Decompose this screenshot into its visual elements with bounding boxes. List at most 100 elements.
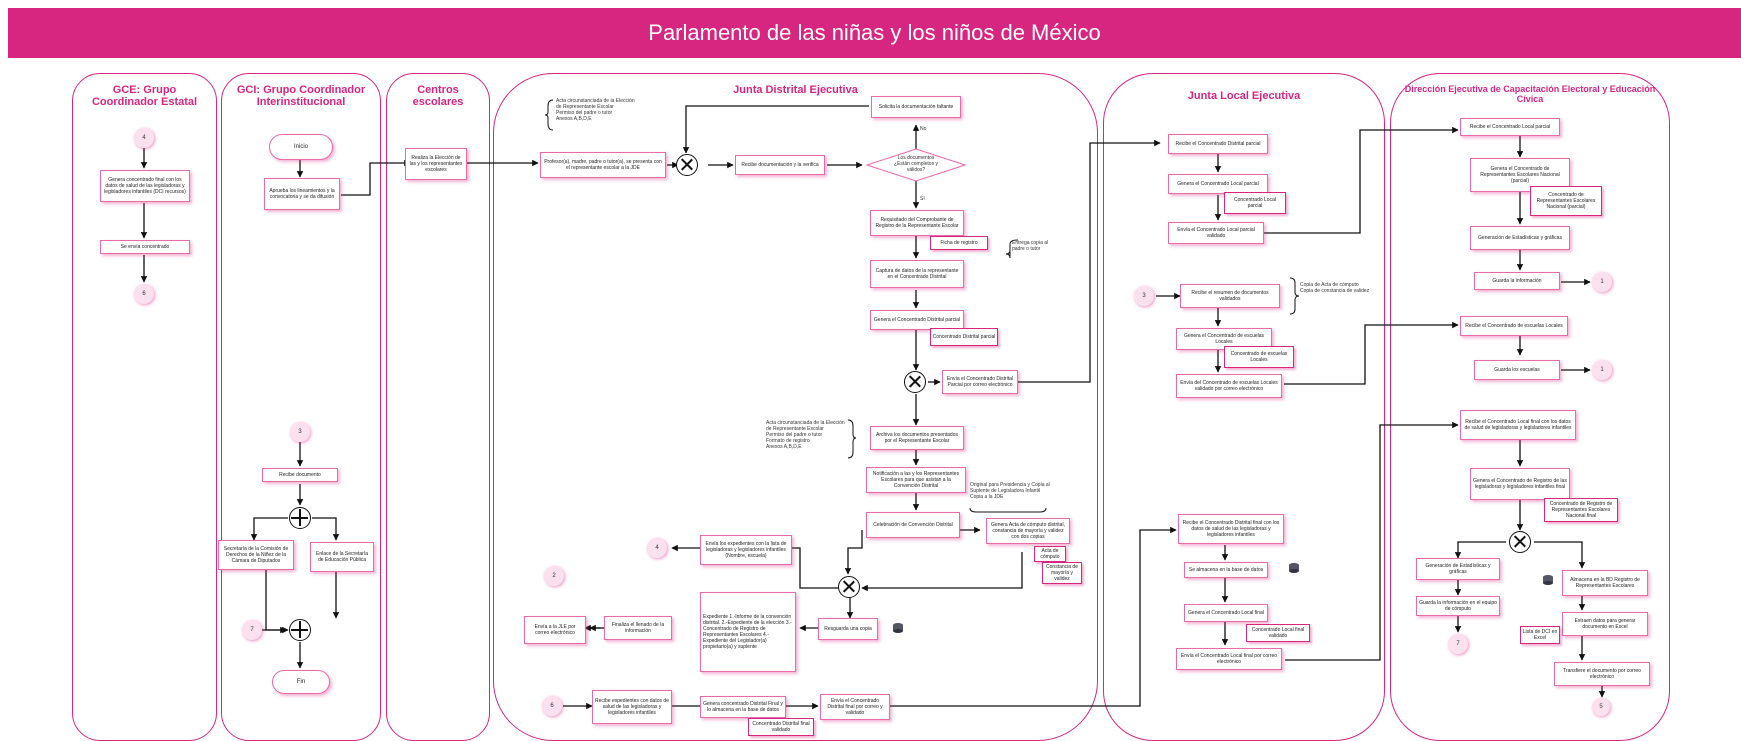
acta-computo-doc: Acta de cómputo [1034,546,1066,562]
lane-title-jde: Junta Distrital Ejecutiva [733,84,858,96]
parallel-gateway-join [289,619,311,641]
recibe-resumen: Recibe el resumen de documentos validado… [1180,284,1280,308]
recibe-documento: Recibe documento [262,468,338,482]
brace-bottom-list: Original para Presidencia y Copia al Sup… [970,482,1050,500]
envia-jle-correo: Envía a la JLE por correo electrónico [524,616,586,644]
connector-1b: 1 [1592,360,1612,380]
brace-bottom-item-1: Original para Presidencia y Copia al Sup… [970,482,1050,494]
generacion-estadisticas-2: Generación de Estadísticas y gráficas [1416,558,1500,580]
concentrado-local-final-doc: Concentrado Local final validado [1246,624,1310,642]
guarda-equipo-computo: Guarda la información en el equipo de có… [1416,596,1500,616]
brace-top-list: Acta circunstanciada de la Elección de R… [556,98,636,122]
celebracion-convencion: Celebración de Convención Distrital [866,512,960,538]
generacion-estadisticas: Generación de Estadísticas y gráficas [1470,226,1570,250]
brace-jle-item-1: Copia de Acta de cómputo [1300,282,1359,288]
envia-concentrado-local-final: Envía el Concentrado Local final por cor… [1176,648,1282,670]
brace-mid-item-1: Acta circunstanciada de la Elección de R… [766,420,845,432]
recibe-concentrado-escuelas: Recibe el Concentrado de escuelas Locale… [1460,316,1568,336]
brace-top-item-1: Acta circunstanciada de la Elección de R… [556,98,635,110]
lane-title-centros: Centros escolares [412,84,464,108]
end-node: Fin [272,670,330,694]
recibe-documentacion: Recibe documentación y la verifica [735,155,825,175]
concentrado-distrital-final-doc: Concentrado Distrital final validado [748,718,814,736]
connector-6-jde: 6 [542,696,562,716]
exclusive-gateway-3 [838,576,860,598]
brace-jle-list: Copia de Acta de cómputo Copia de consta… [1300,282,1384,294]
lane-gce: GCE: Grupo Coordinador Estatal [72,73,217,741]
recibe-concentrado-local-final: Recibe el Concentrado Local final con lo… [1460,410,1576,440]
envia-concentrado-escuelas: Envía del Concentrado de escuelas Locale… [1176,374,1282,398]
requisitado-comprobante: Requisitado del Comprobante de Registro … [870,210,964,236]
resguarda-copia: Resguarda una copia [818,618,878,640]
extraen-datos-excel: Extraen datos para generar documento en … [1562,612,1648,636]
decision-text: Los documentos ¿Están completos y válido… [894,155,938,173]
transfiere-documento: Transfiere el documento por correo elect… [1554,662,1650,686]
start-node: Inicio [269,134,333,160]
connector-3-jle: 3 [1134,286,1154,306]
concentrado-registro-doc: Concentrado de Registro de Representante… [1544,498,1618,522]
aprueba-lineamientos: Aprueba los lineamientos y la convocator… [264,178,340,210]
archiva-documentos: Archiva los documentos presentados por e… [870,426,964,450]
recibe-expedientes-salud: Recibe expedientes con datos de salud de… [592,690,672,724]
genera-concentrado-registro: Genera el Concentrado de Registro de las… [1470,468,1570,500]
guarda-escuelas: Guarda los escuelas [1474,360,1560,380]
guarda-informacion: Guarda la información [1474,272,1560,290]
connector-5: 5 [1592,698,1610,716]
brace-mid-item-3: Formato de registro [766,438,810,444]
lista-dci-excel: Lista de DCI en Excel [1520,626,1560,644]
genera-concentrado-final: Genera concentrado final con los datos d… [100,170,190,202]
database-icon-dec [1543,575,1553,585]
recibe-concentrado-final: Recibe el Concentrado Distrital final co… [1178,514,1284,544]
genera-concentrado-distrital-final: Genera concentrado Distrital Final y lo … [700,696,786,718]
concentrado-distrital-parcial: Concentrado Distrital parcial [930,328,998,346]
brace-mid-item-4: Anexos A,B,D,E [766,444,802,450]
recibe-concentrado-local-parcial: Recibe el Concentrado Local parcial [1460,118,1560,136]
parallel-gateway [289,507,311,529]
brace-jle-item-2: Copia de constancia de validez [1300,288,1370,294]
expediente-lista: Expediente 1.-Informe de la convención d… [700,592,796,672]
constancia-doc: Constancia de mayoría y validez [1042,562,1082,584]
connector-4-jde: 4 [647,538,667,558]
ficha-registro: Ficha de registro [930,236,988,250]
brace-top-item-3: Anexos A,B,D,E [556,116,592,122]
genera-acta-computo: Genera Acta de cómputo distrital, consta… [986,518,1070,544]
connector-7-dec: 7 [1448,634,1468,654]
entrega-copia: Entrega copia al padre o tutor [1012,240,1049,252]
connector-2: 2 [544,566,564,586]
secretaria-camara: Secretaría de la Comisión de Derechos de… [218,540,294,570]
connector-7: 7 [242,620,262,640]
page-title: Parlamento de las niñas y los niños de M… [648,20,1101,45]
genera-concentrado-local: Genera el Concentrado Local parcial [1168,174,1268,194]
almacena-base-datos: Se almacena en la base de datos [1184,562,1268,578]
notificacion-representantes: Notificación a las y los Representantes … [866,467,966,493]
brace-mid-item-2: Permiso del padre o tutor [766,432,823,438]
lane-title-gci: GCI: Grupo Coordinador Interinstituciona… [236,84,366,108]
profesor-presenta: Profesor(a), madre, padre o tutor(a), se… [540,152,666,178]
finaliza-llenado: Finaliza el llenado de la información [604,616,672,640]
concentrado-local-parcial-doc: Concentrado Local parcial [1224,192,1286,214]
captura-datos: Captura de datos de la representante en … [870,260,964,288]
database-icon [893,623,903,633]
envia-concentrado: Se envía concentrado [100,240,190,254]
realiza-eleccion: Realiza la Elección de las y los represe… [405,148,467,180]
envia-concentrado-final: Envía el Concentrado Distrital final por… [820,694,890,720]
connector-1a: 1 [1592,272,1612,292]
enlace-sep: Enlace de la Secretaría de Educación Púb… [310,542,374,572]
exclusive-gateway-4 [1509,531,1531,553]
exclusive-gateway-1 [676,154,698,176]
envia-concentrado-local: Envía el Concentrado Local parcial valid… [1168,222,1264,244]
lane-title-deceyec: Dirección Ejecutiva de Capacitación Elec… [1404,84,1656,104]
connector-6: 6 [134,284,154,304]
label-si: Sí [920,196,925,202]
brace-top-item-2: Permiso del padre o tutor [556,110,613,116]
exclusive-gateway-2 [904,371,926,393]
header-banner: Parlamento de las niñas y los niños de M… [8,8,1741,58]
lane-title-gce: GCE: Grupo Coordinador Estatal [91,84,198,108]
genera-concentrado-parcial: Genera el Concentrado Distrital parcial [870,310,964,330]
database-icon-jle [1289,563,1299,573]
genera-concentrado-local-final: Genera el Concentrado Local final [1184,604,1268,622]
concentrado-escuelas-doc: Concentrado de escuelas Locales [1224,346,1294,368]
concentrado-representantes-doc: Concentrado de Representantes Escolares … [1530,186,1602,216]
label-no: No [920,126,927,132]
